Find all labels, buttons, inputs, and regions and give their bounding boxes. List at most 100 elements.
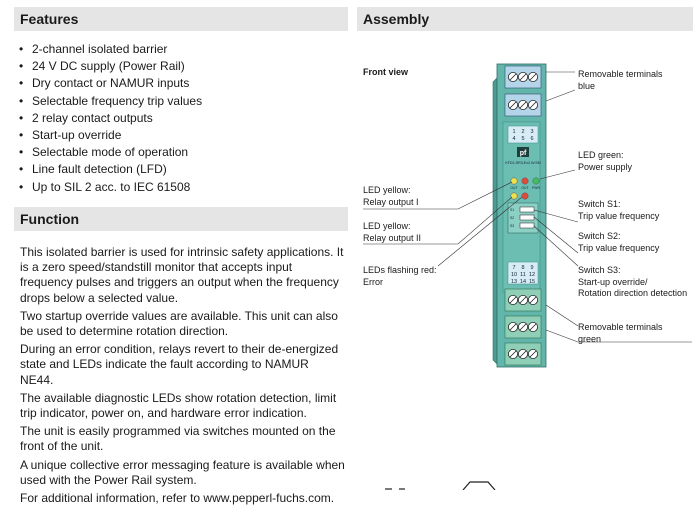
leader-led-yellow-1: [363, 181, 513, 210]
function-title: Function: [20, 211, 80, 227]
led-red-relay-1: [521, 177, 529, 185]
features-list: 2-channel isolated barrier 24 V DC suppl…: [19, 41, 202, 196]
terminal-screws-bottom-3: [507, 348, 539, 359]
terminal-number: 13: [511, 279, 517, 285]
assembly-header: Assembly: [357, 7, 693, 31]
device-diagram: 1 2 3 4 5 6 pf KFD2-SR3-Ex2.W.SM OUT OUT…: [363, 63, 692, 490]
function-body: This isolated barrier is used for intrin…: [20, 245, 345, 509]
function-paragraph: During an error condition, relays revert…: [20, 342, 339, 387]
leader-terminals-blue-2: [545, 89, 576, 102]
callout-line: Trip value frequency: [578, 210, 660, 221]
callout-line: LED yellow:: [363, 221, 411, 231]
terminal-number: 1: [512, 129, 515, 135]
terminal-number: 8: [521, 265, 524, 271]
terminal-number: 11: [520, 272, 526, 278]
led-label: PWR: [532, 186, 540, 190]
assembly-title: Assembly: [363, 11, 430, 27]
led-green-power: [532, 177, 540, 185]
leader-switch-s2: [533, 216, 579, 254]
feature-item: 2 relay contact outputs: [19, 110, 202, 127]
features-header: Features: [14, 7, 348, 31]
callout-line: Removable terminals: [578, 322, 663, 332]
front-view-label: Front view: [363, 67, 409, 77]
callout-line: Switch S3:: [578, 265, 621, 275]
callout-line: blue: [578, 80, 596, 91]
callout-line: Switch S1:: [578, 199, 621, 209]
callout-line: Relay output II: [363, 232, 422, 243]
terminal-number: 3: [530, 129, 533, 135]
brand-logo-mark: pf: [520, 150, 527, 157]
feature-item: 24 V DC supply (Power Rail): [19, 58, 202, 75]
terminal-number: 14: [520, 279, 526, 285]
leader-led-yellow-2: [363, 196, 513, 245]
switch-label: S2: [510, 216, 514, 220]
callout-line: Rotation direction detection: [578, 288, 688, 298]
callout-line: Start-up override/: [578, 276, 648, 287]
callout-line: Power supply: [578, 161, 633, 172]
feature-item: Line fault detection (LFD): [19, 161, 202, 178]
callout-leds-flashing-red: LEDs flashing red: Error: [363, 265, 437, 288]
leader-switch-s1: [533, 209, 579, 223]
brand-logo: [517, 147, 529, 157]
callout-removable-terminals-blue: Removable terminals blue: [578, 69, 663, 92]
terminal-number-plate-bottom: [507, 261, 539, 285]
switch-label: S1: [510, 208, 514, 212]
led-red-relay-2: [521, 192, 529, 200]
terminal-number: 9: [530, 265, 533, 271]
feature-item: Selectable mode of operation: [19, 144, 202, 161]
callout-switch-s3: Switch S3: Start-up override/ Rotation d…: [578, 265, 687, 300]
switch-s3: [519, 222, 535, 229]
terminal-number: 5: [521, 136, 524, 142]
terminal-number: 6: [530, 136, 533, 142]
callout-led-green: LED green: Power supply: [578, 150, 632, 173]
model-label: KFD2-SR3-Ex2.W.SM: [505, 161, 540, 165]
led-yellow-relay-2: [510, 192, 518, 200]
callout-line: LED green:: [578, 150, 624, 160]
switch-label: S3: [510, 224, 514, 228]
callout-switch-s2: Switch S2: Trip value frequency: [578, 231, 659, 254]
leader-leds-red: [437, 196, 523, 267]
feature-item: Selectable frequency trip values: [19, 93, 202, 110]
callout-removable-terminals-green: Removable terminals green: [578, 322, 663, 345]
led-yellow-relay-1: [510, 177, 518, 185]
function-paragraph: The available diagnostic LEDs show rotat…: [20, 390, 337, 421]
callout-line: Relay output I: [363, 196, 419, 207]
terminal-number: 15: [529, 279, 535, 285]
function-paragraph: The unit is easily programmed via switch…: [20, 424, 336, 454]
switch-s2: [519, 214, 535, 221]
callout-line: LEDs flashing red:: [363, 265, 437, 275]
next-diagram-partial: [385, 481, 496, 490]
function-paragraph: For additional information, refer to www…: [20, 491, 335, 506]
leader-lines: [363, 71, 692, 343]
function-paragraph: Two startup override values are availabl…: [20, 308, 338, 339]
features-title: Features: [20, 11, 79, 27]
leader-terminals-green-1: [545, 304, 579, 327]
terminal-number: 12: [529, 272, 535, 278]
terminal-number: 7: [512, 265, 515, 271]
callout-line: Error: [363, 276, 383, 287]
callout-line: Trip value frequency: [578, 242, 660, 253]
leader-led-green: [539, 169, 576, 180]
feature-item: 2-channel isolated barrier: [19, 41, 202, 58]
function-header: Function: [14, 207, 348, 231]
feature-item: Start-up override: [19, 127, 202, 144]
callout-line: Removable terminals: [578, 69, 663, 79]
terminal-number-plate-top: [507, 125, 539, 144]
callout-led-yellow-2: LED yellow: Relay output II: [363, 221, 421, 244]
callout-line: LED yellow:: [363, 185, 411, 195]
terminal-screws-bottom-2: [507, 321, 539, 332]
led-label: OUT: [521, 186, 528, 190]
din-rail-foot: [492, 77, 498, 365]
function-paragraph: This isolated barrier is used for intrin…: [20, 245, 344, 305]
leader-terminals-green-2: [545, 329, 579, 343]
callout-line: green: [578, 333, 602, 344]
switch-s1: [519, 206, 535, 213]
terminal-screws-top-1: [507, 72, 539, 83]
terminal-screws-bottom-1: [507, 294, 539, 305]
callout-line: Switch S2:: [578, 231, 621, 241]
leader-switch-s3: [533, 225, 579, 267]
callout-switch-s1: Switch S1: Trip value frequency: [578, 199, 659, 222]
function-paragraph: A unique collective error messaging feat…: [20, 457, 345, 487]
terminal-screws-top-2: [507, 100, 539, 111]
terminal-number: 4: [512, 136, 515, 142]
